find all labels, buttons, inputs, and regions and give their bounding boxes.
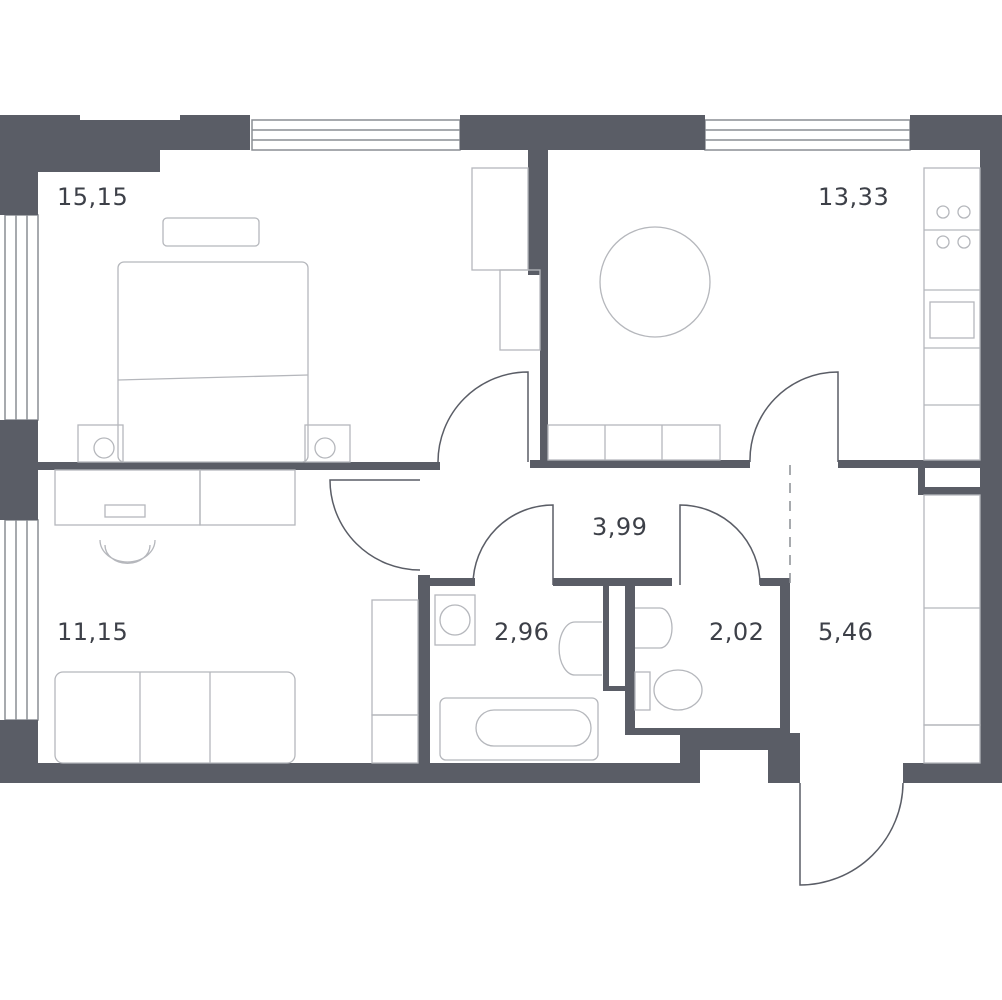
shelf [371,599,419,716]
bathtub [439,697,599,761]
headboard-art [162,217,260,247]
entrance-door [799,782,904,886]
wardrobe [471,167,529,271]
room-area-entrance-hall: 5,46 [818,618,874,646]
windows [4,119,911,721]
nightstand-left [77,424,124,463]
doors [329,371,904,886]
furniture [54,167,981,764]
bath-sink [558,621,602,676]
wc-door [679,504,761,586]
room-area-bedroom: 15,15 [57,183,129,211]
room-area-bathroom: 2,96 [494,618,550,646]
bathroom-door [472,504,554,586]
toilet [653,669,703,711]
room-area-wc: 2,02 [709,618,765,646]
room-area-kitchen: 13,33 [818,183,890,211]
walls [0,115,1002,783]
room-area-living-room: 11,15 [57,618,129,646]
living-room-door [329,479,421,571]
room-area-hall: 3,99 [592,513,648,541]
hall-wardrobe [923,494,981,726]
bed [117,261,309,463]
wc-sink [635,607,673,649]
bedroom-door [437,371,529,463]
dining-table [599,226,711,338]
washing-machine [434,594,476,646]
kitchen-cabinets [547,424,721,461]
kitchen-counter [923,167,981,461]
kitchen-door [749,371,839,463]
nightstand-right [304,424,351,463]
sofa [54,671,296,764]
toilet-tank [634,671,651,711]
